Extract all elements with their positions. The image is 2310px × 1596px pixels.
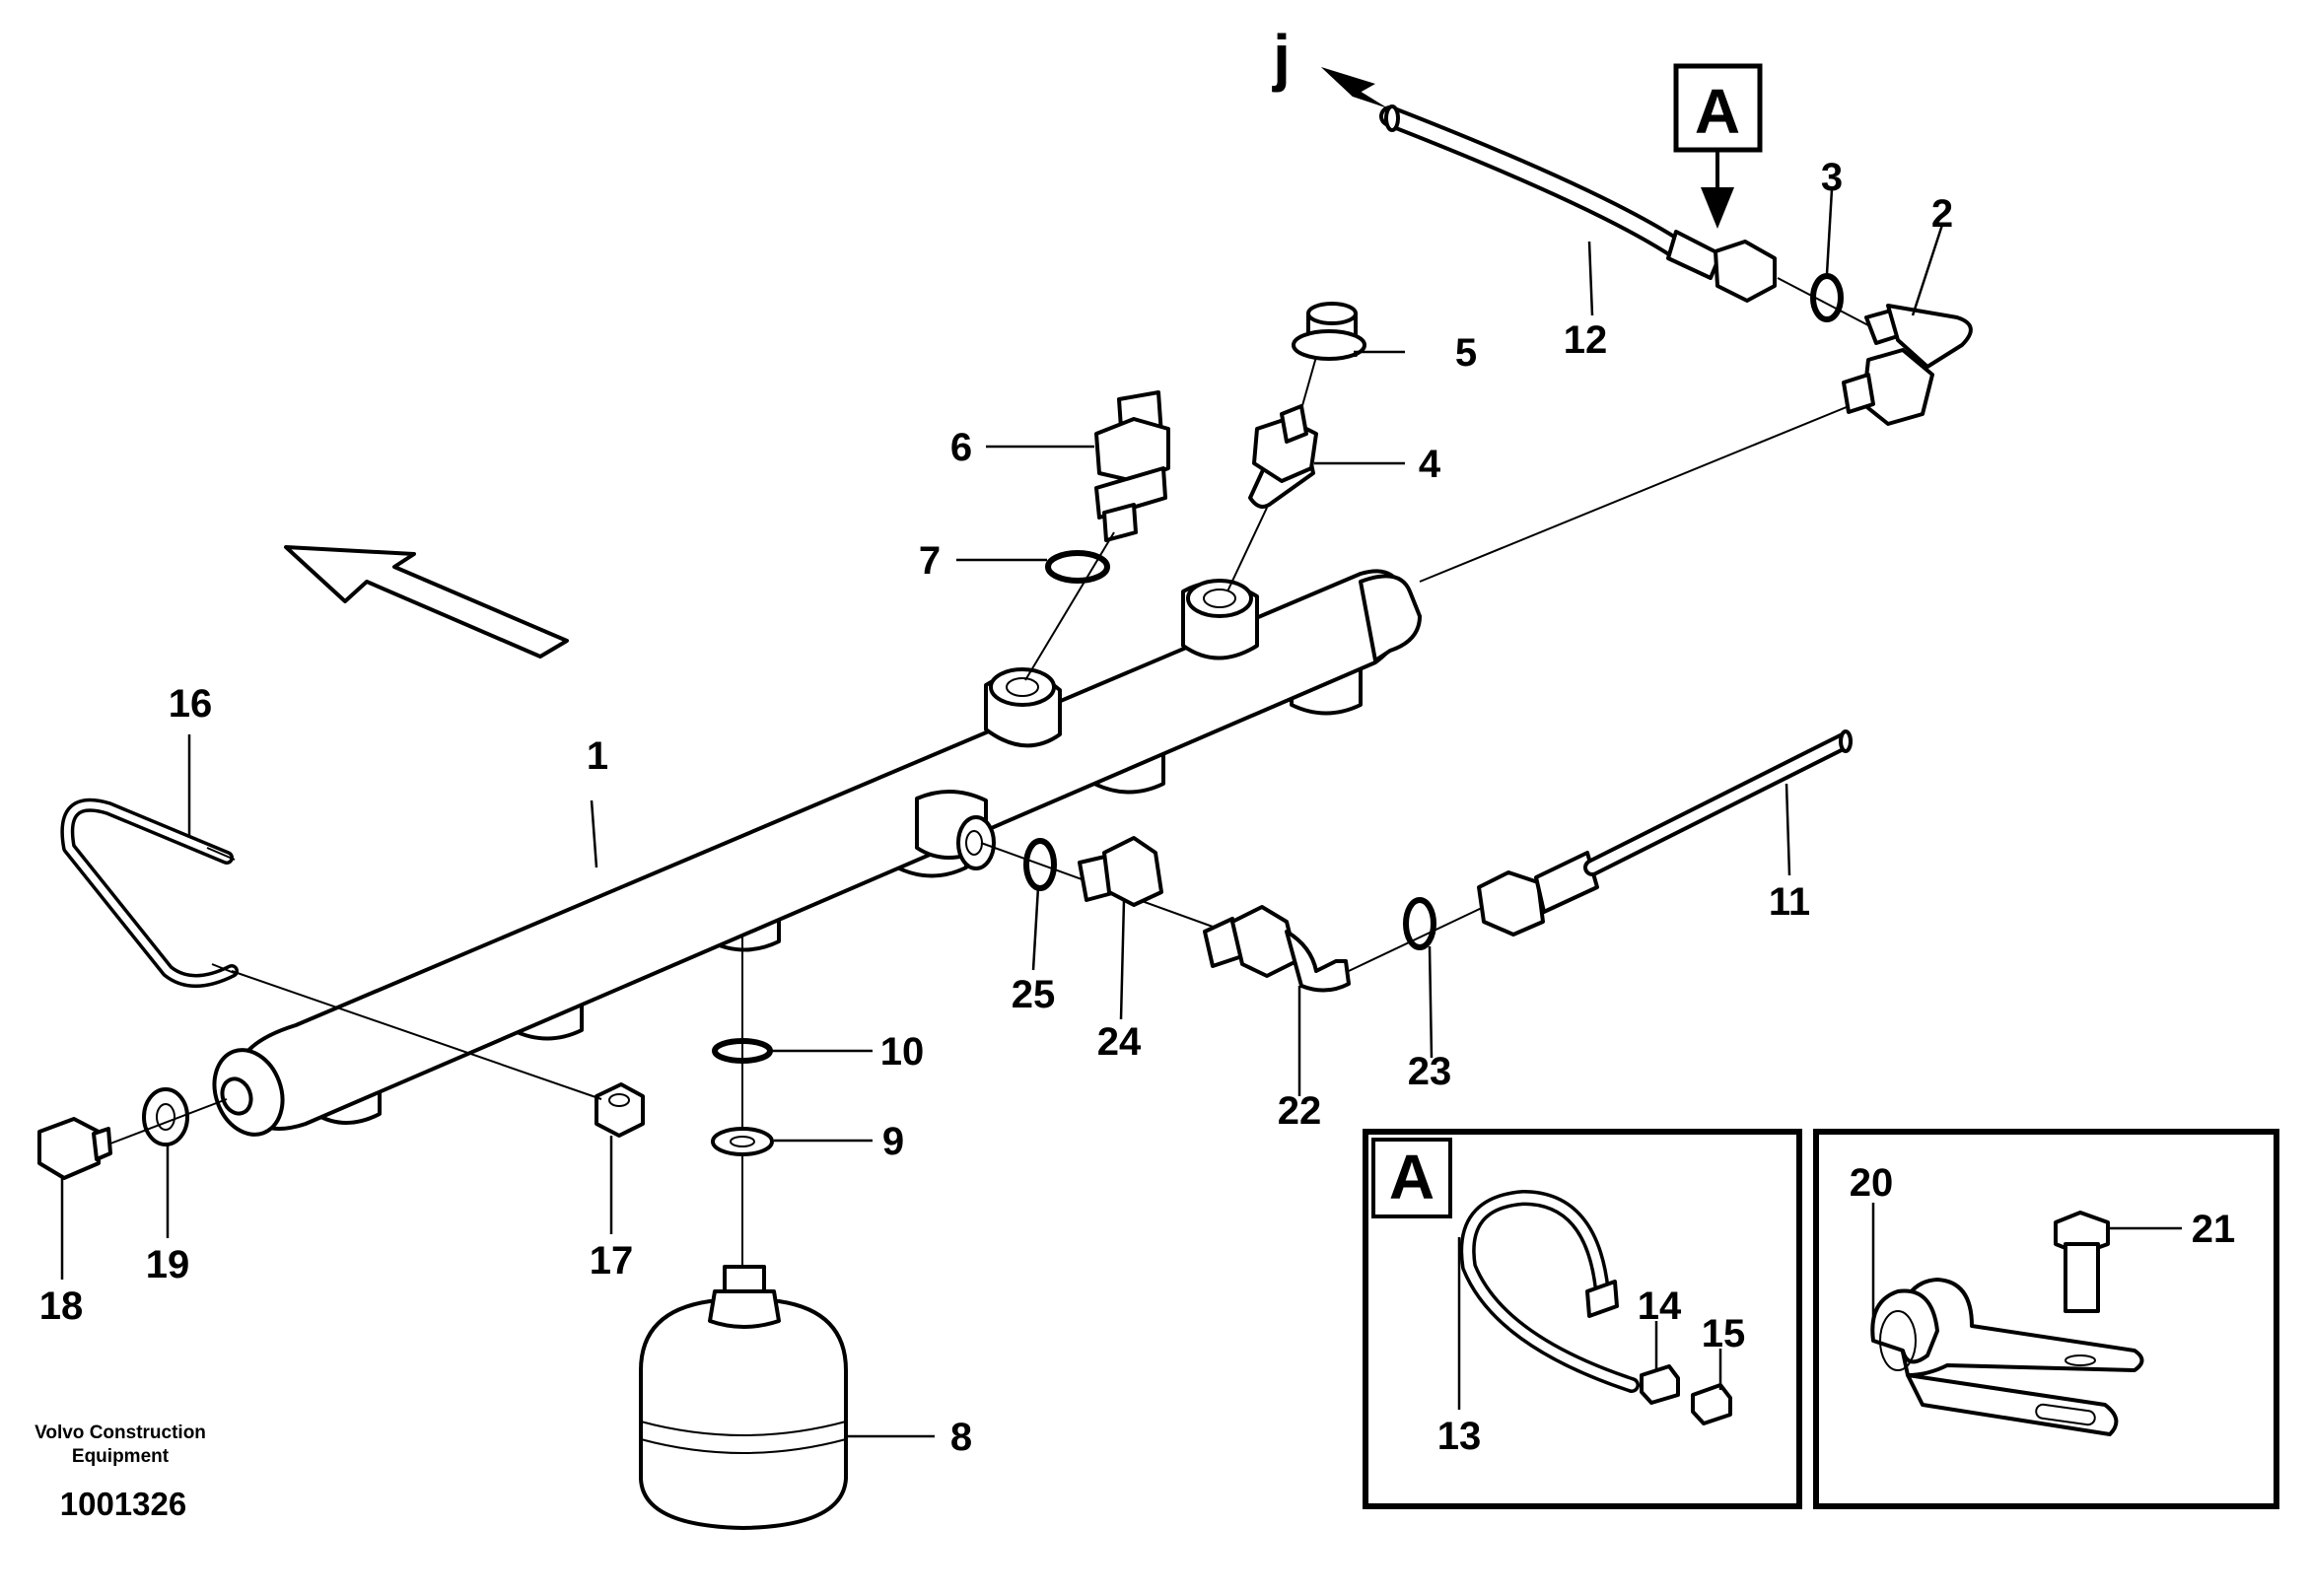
view-a-reference-letter: A [1695,76,1740,147]
sensor-fitting-6 [1094,390,1170,542]
spacer-14 [1640,1364,1680,1405]
fuel-rail [212,569,1422,1137]
elbow-22 [1203,905,1351,993]
inset-a-letter: A [1389,1142,1435,1213]
callout-4: 4 [1419,443,1441,486]
callout-15: 15 [1702,1312,1746,1355]
spacer-15 [1691,1383,1732,1425]
callout-19: 19 [146,1243,190,1286]
pipe-origin-marker: j [1272,22,1388,108]
callout-13: 13 [1437,1415,1482,1458]
direction-arrow [284,545,569,659]
callout-11: 11 [1769,880,1810,924]
callout-7: 7 [919,539,941,583]
callout-23: 23 [1408,1050,1452,1093]
credit-line-2: Equipment [72,1446,170,1467]
o-ring-23 [1403,897,1436,950]
callout-16: 16 [169,682,213,726]
o-ring-25 [1023,838,1057,891]
callout-20: 20 [1850,1161,1894,1205]
nut-17 [595,1082,645,1138]
callout-6: 6 [950,426,972,469]
bolt-18 [37,1117,112,1180]
callout-18: 18 [39,1284,84,1328]
document-number: 1001326 [60,1486,186,1522]
view-a-reference: A [1673,63,1763,229]
callout-10: 10 [880,1030,925,1074]
p-clamp [1870,1278,2144,1436]
adapter-24 [1078,836,1163,907]
callout-22: 22 [1278,1089,1322,1133]
o-ring-3 [1810,273,1844,322]
accumulator [639,1265,848,1530]
washer-9 [711,1127,774,1156]
o-ring-10 [712,1038,773,1064]
clamp-inset-panel [1813,1129,2279,1509]
washer-19 [142,1087,189,1146]
callout-25: 25 [1012,973,1056,1016]
callout-24: 24 [1097,1020,1142,1064]
cable-tie [1459,1190,1640,1393]
callout-9: 9 [882,1120,904,1163]
leader-lines [60,188,2182,1438]
elbow-2 [1842,304,1973,426]
u-bolt [60,798,239,988]
callout-12: 12 [1564,318,1608,362]
callout-17: 17 [590,1239,634,1283]
callout-labels: 1 2 3 4 5 6 7 8 9 10 11 12 13 14 15 16 1… [39,156,2236,1459]
o-ring-7 [1045,550,1110,584]
inset-a-panel: A [1363,1129,1802,1509]
credit-line-1: Volvo Construction [35,1423,206,1443]
pipe-11 [1477,729,1853,937]
pipe-12 [1379,104,1777,303]
callout-14: 14 [1638,1284,1682,1328]
callout-21: 21 [2192,1208,2236,1251]
callout-2: 2 [1931,192,1953,236]
callout-8: 8 [950,1416,972,1459]
callout-1: 1 [587,734,608,778]
cap-5 [1292,302,1366,361]
pipe-origin-label: j [1272,22,1291,93]
callout-5: 5 [1455,331,1477,375]
valve-4 [1248,404,1318,509]
callout-3: 3 [1821,156,1843,199]
bolt-21 [2054,1211,2110,1313]
